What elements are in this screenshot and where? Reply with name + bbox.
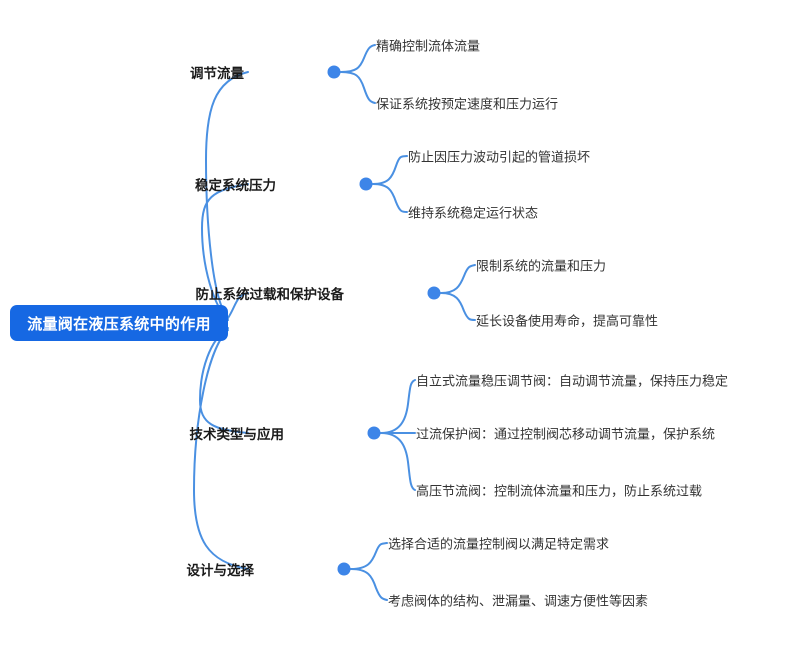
branch-dot-2[interactable] — [359, 177, 373, 191]
connector-branch-2-child-1 — [372, 155, 408, 185]
leaf-label-3-1[interactable]: 限制系统的流量和压力 — [476, 258, 607, 274]
connector-root-branch-1 — [204, 71, 249, 319]
leaf-label-5-1[interactable]: 选择合适的流量控制阀以满足特定需求 — [388, 536, 610, 552]
leaf-label-4-1[interactable]: 自立式流量稳压调节阀：自动调节流量，保持压力稳定 — [416, 373, 729, 389]
branch-dot-5[interactable] — [337, 562, 351, 576]
connector-branch-1-child-1 — [340, 44, 376, 73]
connector-branch-4-child-3 — [380, 432, 416, 491]
leaf-label-2-1[interactable]: 防止因压力波动引起的管道损坏 — [408, 149, 591, 165]
leaf-label-3-2[interactable]: 延长设备使用寿命，提高可靠性 — [476, 313, 659, 329]
branch-dot-4[interactable] — [367, 426, 381, 440]
connector-root-branch-5 — [192, 329, 249, 570]
connector-branch-4-child-1 — [380, 379, 416, 434]
connector-branch-2-child-2 — [372, 183, 408, 213]
connector-branch-5-child-2 — [350, 568, 388, 601]
branch-label-1[interactable]: 调节流量 — [190, 66, 244, 81]
leaf-label-2-2[interactable]: 维持系统稳定运行状态 — [408, 205, 539, 221]
leaf-label-1-2[interactable]: 保证系统按预定速度和压力运行 — [376, 96, 559, 112]
branch-label-2[interactable]: 稳定系统压力 — [195, 178, 276, 193]
connector-root-branch-4 — [198, 327, 249, 434]
connector-branch-1-child-2 — [340, 71, 376, 104]
leaf-label-1-1[interactable]: 精确控制流体流量 — [376, 38, 481, 54]
branch-label-4[interactable]: 技术类型与应用 — [189, 427, 285, 442]
branch-dot-1[interactable] — [327, 65, 341, 79]
root-node[interactable]: 流量阀在液压系统中的作用 — [10, 305, 228, 341]
connector-branch-3-child-1 — [440, 264, 476, 294]
leaf-label-4-2[interactable]: 过流保护阀：通过控制阀芯移动调节流量，保护系统 — [416, 426, 716, 442]
branch-label-3[interactable]: 防止系统过载和保护设备 — [195, 287, 345, 302]
leaf-label-5-2[interactable]: 考虑阀体的结构、泄漏量、调速方便性等因素 — [388, 593, 649, 609]
root-node-label: 流量阀在液压系统中的作用 — [27, 315, 211, 333]
leaf-label-4-3[interactable]: 高压节流阀：控制流体流量和压力，防止系统过载 — [416, 483, 703, 499]
connector-branch-5-child-1 — [350, 542, 388, 570]
branch-label-5[interactable]: 设计与选择 — [186, 563, 255, 578]
connector-branch-3-child-2 — [440, 292, 476, 321]
branch-dot-3[interactable] — [427, 286, 441, 300]
